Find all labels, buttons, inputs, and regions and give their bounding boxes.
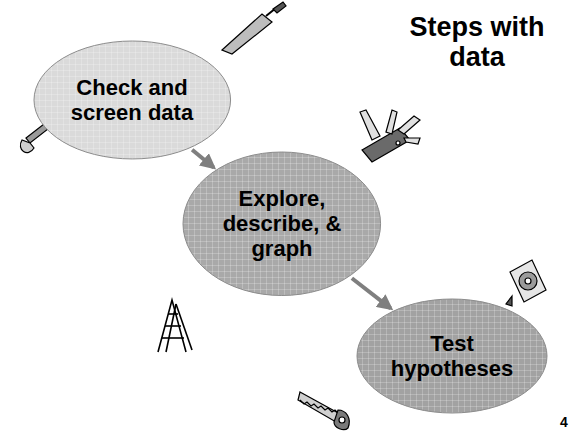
- trowel-icon: [222, 2, 286, 54]
- flow-arrow: [352, 278, 391, 308]
- flow-arrow: [192, 150, 214, 168]
- saw-icon: [298, 392, 349, 430]
- page-number: 4: [560, 414, 568, 430]
- slide-title: Steps with data: [392, 12, 562, 72]
- process-ellipse: Test hypotheses: [356, 298, 548, 414]
- step-label: Check and screen data: [57, 75, 207, 125]
- step-label: Test hypotheses: [382, 331, 522, 381]
- pocket-knife-icon: [360, 110, 420, 162]
- ladder-icon: [158, 300, 192, 352]
- process-ellipse: Check and screen data: [33, 40, 232, 160]
- step-label: Explore, describe, & graph: [212, 186, 352, 261]
- process-ellipse: Explore, describe, & graph: [182, 151, 382, 297]
- tape-measure-icon: [506, 260, 546, 306]
